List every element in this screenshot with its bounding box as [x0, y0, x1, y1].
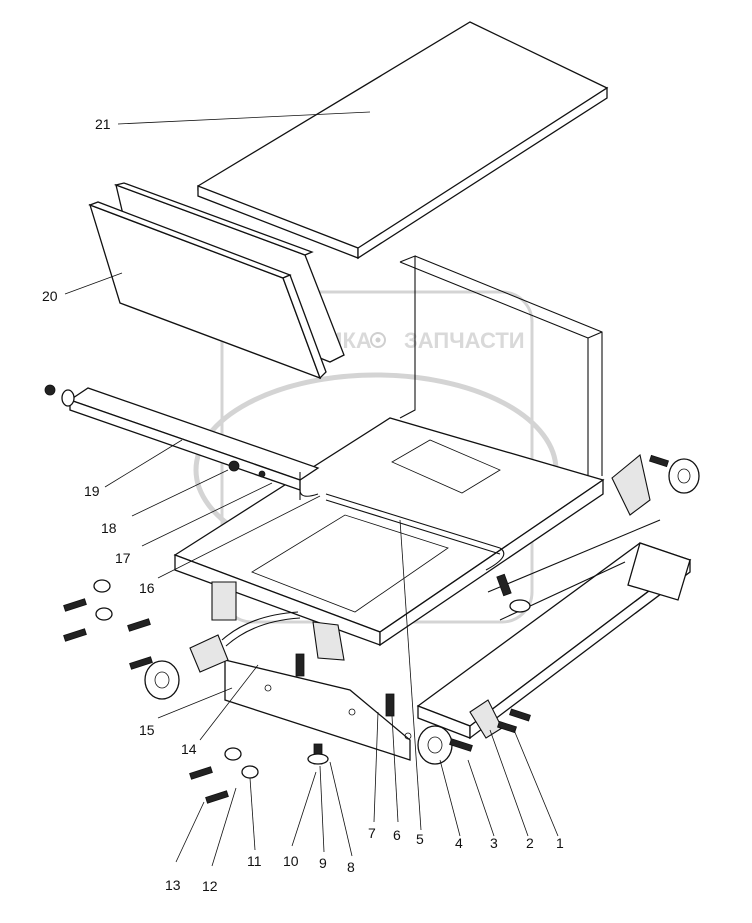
callout-14: 14	[181, 741, 197, 757]
callout-5: 5	[416, 831, 424, 847]
callout-16: 16	[139, 580, 155, 596]
seat-pan	[173, 417, 605, 647]
callout-6: 6	[393, 827, 401, 843]
side-blocks	[189, 454, 651, 739]
callout-11: 11	[247, 853, 262, 869]
base-frame	[416, 519, 692, 740]
front-bracket-plate	[224, 659, 412, 761]
callout-labels: 1 2 3 4 5 6 7 8 9 10 11 12 13 14 15 16 1…	[42, 116, 564, 894]
part-19-bar	[44, 384, 320, 500]
bolts	[63, 454, 669, 804]
callout-10: 10	[283, 853, 299, 869]
callout-4: 4	[455, 835, 463, 851]
callout-18: 18	[101, 520, 117, 536]
callout-8: 8	[347, 859, 355, 875]
part-20-back-cushions	[88, 182, 345, 380]
callout-2: 2	[526, 835, 534, 851]
callout-20: 20	[42, 288, 58, 304]
callout-7: 7	[368, 825, 376, 841]
callout-17: 17	[115, 550, 131, 566]
callout-21: 21	[95, 116, 111, 132]
watermark-right-text: ЗАПЧАСТИ	[404, 328, 525, 353]
gear-icon	[370, 332, 386, 348]
washers	[93, 470, 531, 779]
callout-1: 1	[556, 835, 564, 851]
callout-13: 13	[165, 877, 181, 893]
part-21-top-plate	[197, 21, 609, 260]
bumper-parts	[144, 458, 700, 765]
callout-3: 3	[490, 835, 498, 851]
leader-lines	[64, 111, 559, 867]
callout-12: 12	[202, 878, 218, 894]
seat-back-panel	[399, 255, 603, 482]
callout-15: 15	[139, 722, 155, 738]
callout-9: 9	[319, 855, 327, 871]
callout-19: 19	[84, 483, 100, 499]
part-16-shaft	[221, 493, 505, 647]
